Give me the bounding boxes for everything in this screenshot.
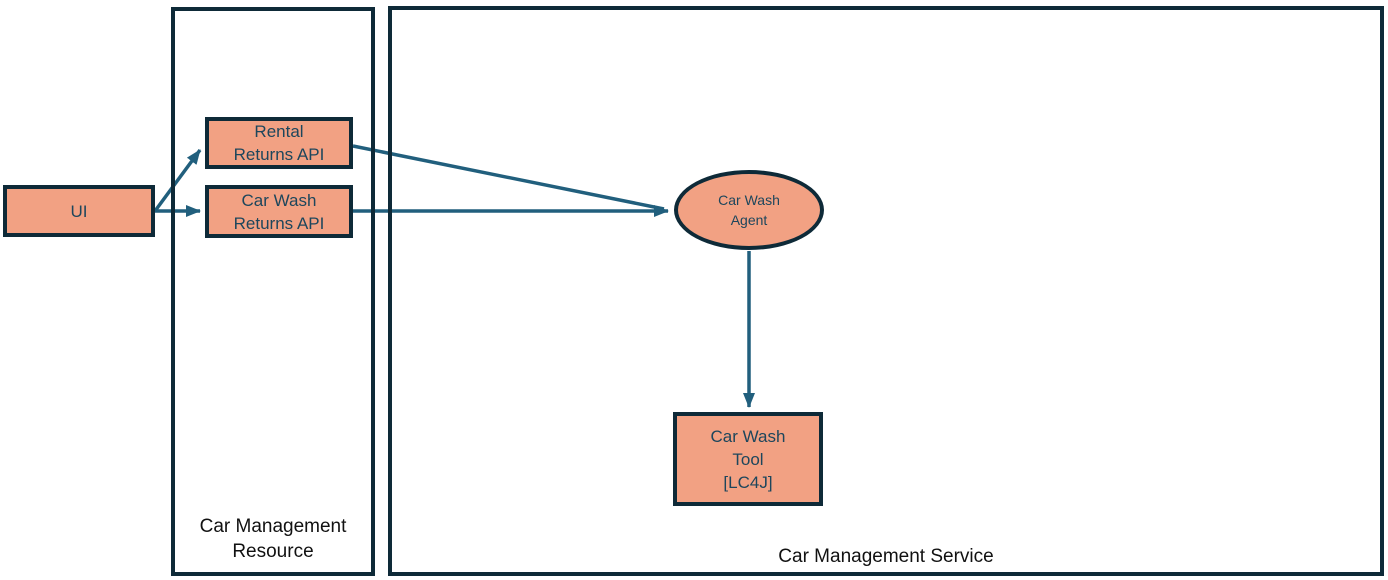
node-car-wash-returns-api: Car Wash Returns API xyxy=(205,185,353,238)
node-car-wash-agent: Car Wash Agent xyxy=(674,170,824,250)
edge-ui-to-rental-returns-api xyxy=(153,148,202,213)
edge-rental-returns-api-to-car-wash-agent xyxy=(352,144,665,211)
node-ui: UI xyxy=(3,185,155,237)
car-management-service-label: Car Management Service xyxy=(778,546,994,567)
node-rental-returns-api: Rental Returns API xyxy=(205,117,353,169)
car-management-resource-container xyxy=(171,7,375,576)
car-management-service-container xyxy=(388,6,1384,576)
node-car-wash-tool: Car Wash Tool [LC4J] xyxy=(673,412,823,506)
car-management-resource-label: Car Management Resource xyxy=(199,516,347,562)
